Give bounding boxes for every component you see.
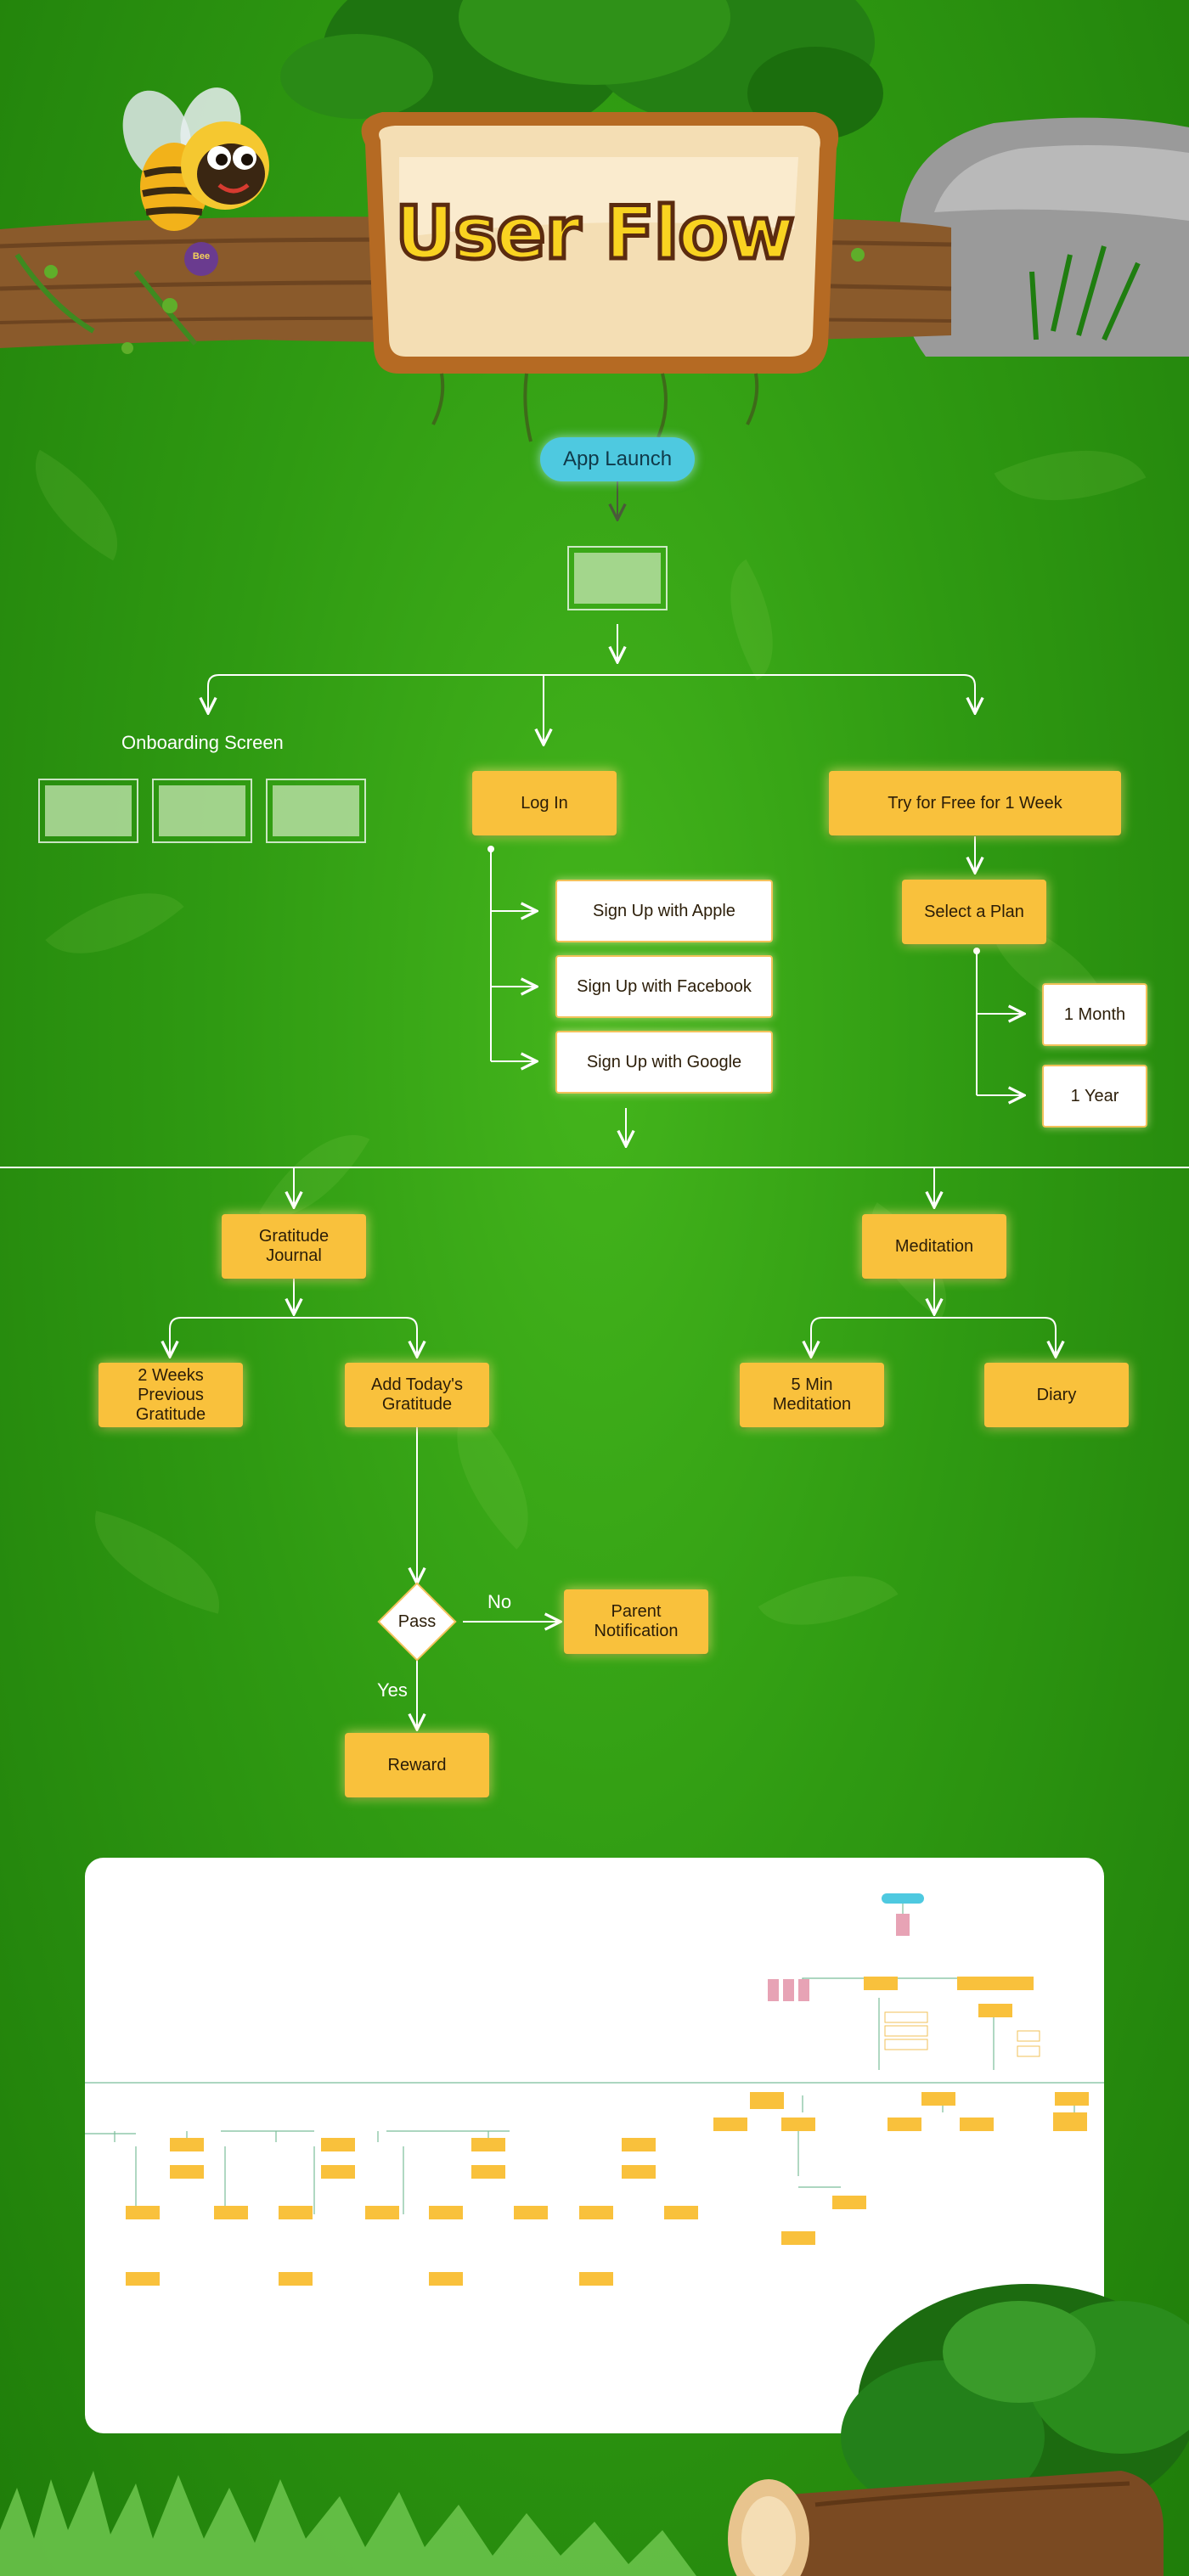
mascot-badge: Bee [192,251,211,262]
diary-node[interactable]: Diary [984,1363,1129,1427]
parent-notification-node[interactable]: Parent Notification [564,1589,708,1654]
bee-mascot-illustration [122,87,269,276]
page-title: User Flow [393,189,797,278]
title-sign-illustration [361,112,839,442]
bush-illustration [841,2284,1189,2522]
app-launch-node[interactable]: App Launch [540,437,695,481]
signup-apple-node[interactable]: Sign Up with Apple [555,880,773,942]
overview-miniature [85,1893,1104,2286]
select-plan-node[interactable]: Select a Plan [902,880,1046,944]
onboarding-label: Onboarding Screen [121,732,284,753]
decision-no-label: No [487,1591,512,1612]
plan-1-month-node[interactable]: 1 Month [1042,983,1147,1046]
onboarding-screen-2 [152,779,252,843]
previous-gratitude-node[interactable]: 2 Weeks Previous Gratitude [99,1363,243,1427]
five-min-meditation-node[interactable]: 5 Min Meditation [740,1363,884,1427]
onboarding-screen-1 [38,779,138,843]
onboarding-screen-3 [266,779,366,843]
free-trial-node[interactable]: Try for Free for 1 Week [829,771,1121,835]
decision-label: Pass [397,1611,437,1631]
foliage-illustration [280,0,883,144]
header-illustration [0,0,1189,442]
decision-yes-label: Yes [377,1679,408,1701]
flow-connectors [161,481,1065,1868]
log-end-illustration [728,2471,1164,2576]
plan-1-year-node[interactable]: 1 Year [1042,1065,1147,1128]
signup-google-node[interactable]: Sign Up with Google [555,1031,773,1094]
gratitude-journal-node[interactable]: Gratitude Journal [222,1214,366,1279]
grass-illustration [0,2471,696,2576]
decision-diamond [377,1582,457,1662]
footer-illustration [0,2284,1189,2576]
login-node[interactable]: Log In [472,771,617,835]
signup-facebook-node[interactable]: Sign Up with Facebook [555,955,773,1018]
reward-node[interactable]: Reward [345,1733,489,1797]
add-gratitude-node[interactable]: Add Today's Gratitude [345,1363,489,1427]
rock-illustration [897,117,1189,357]
meditation-node[interactable]: Meditation [862,1214,1006,1279]
screen-placeholder [567,546,668,610]
